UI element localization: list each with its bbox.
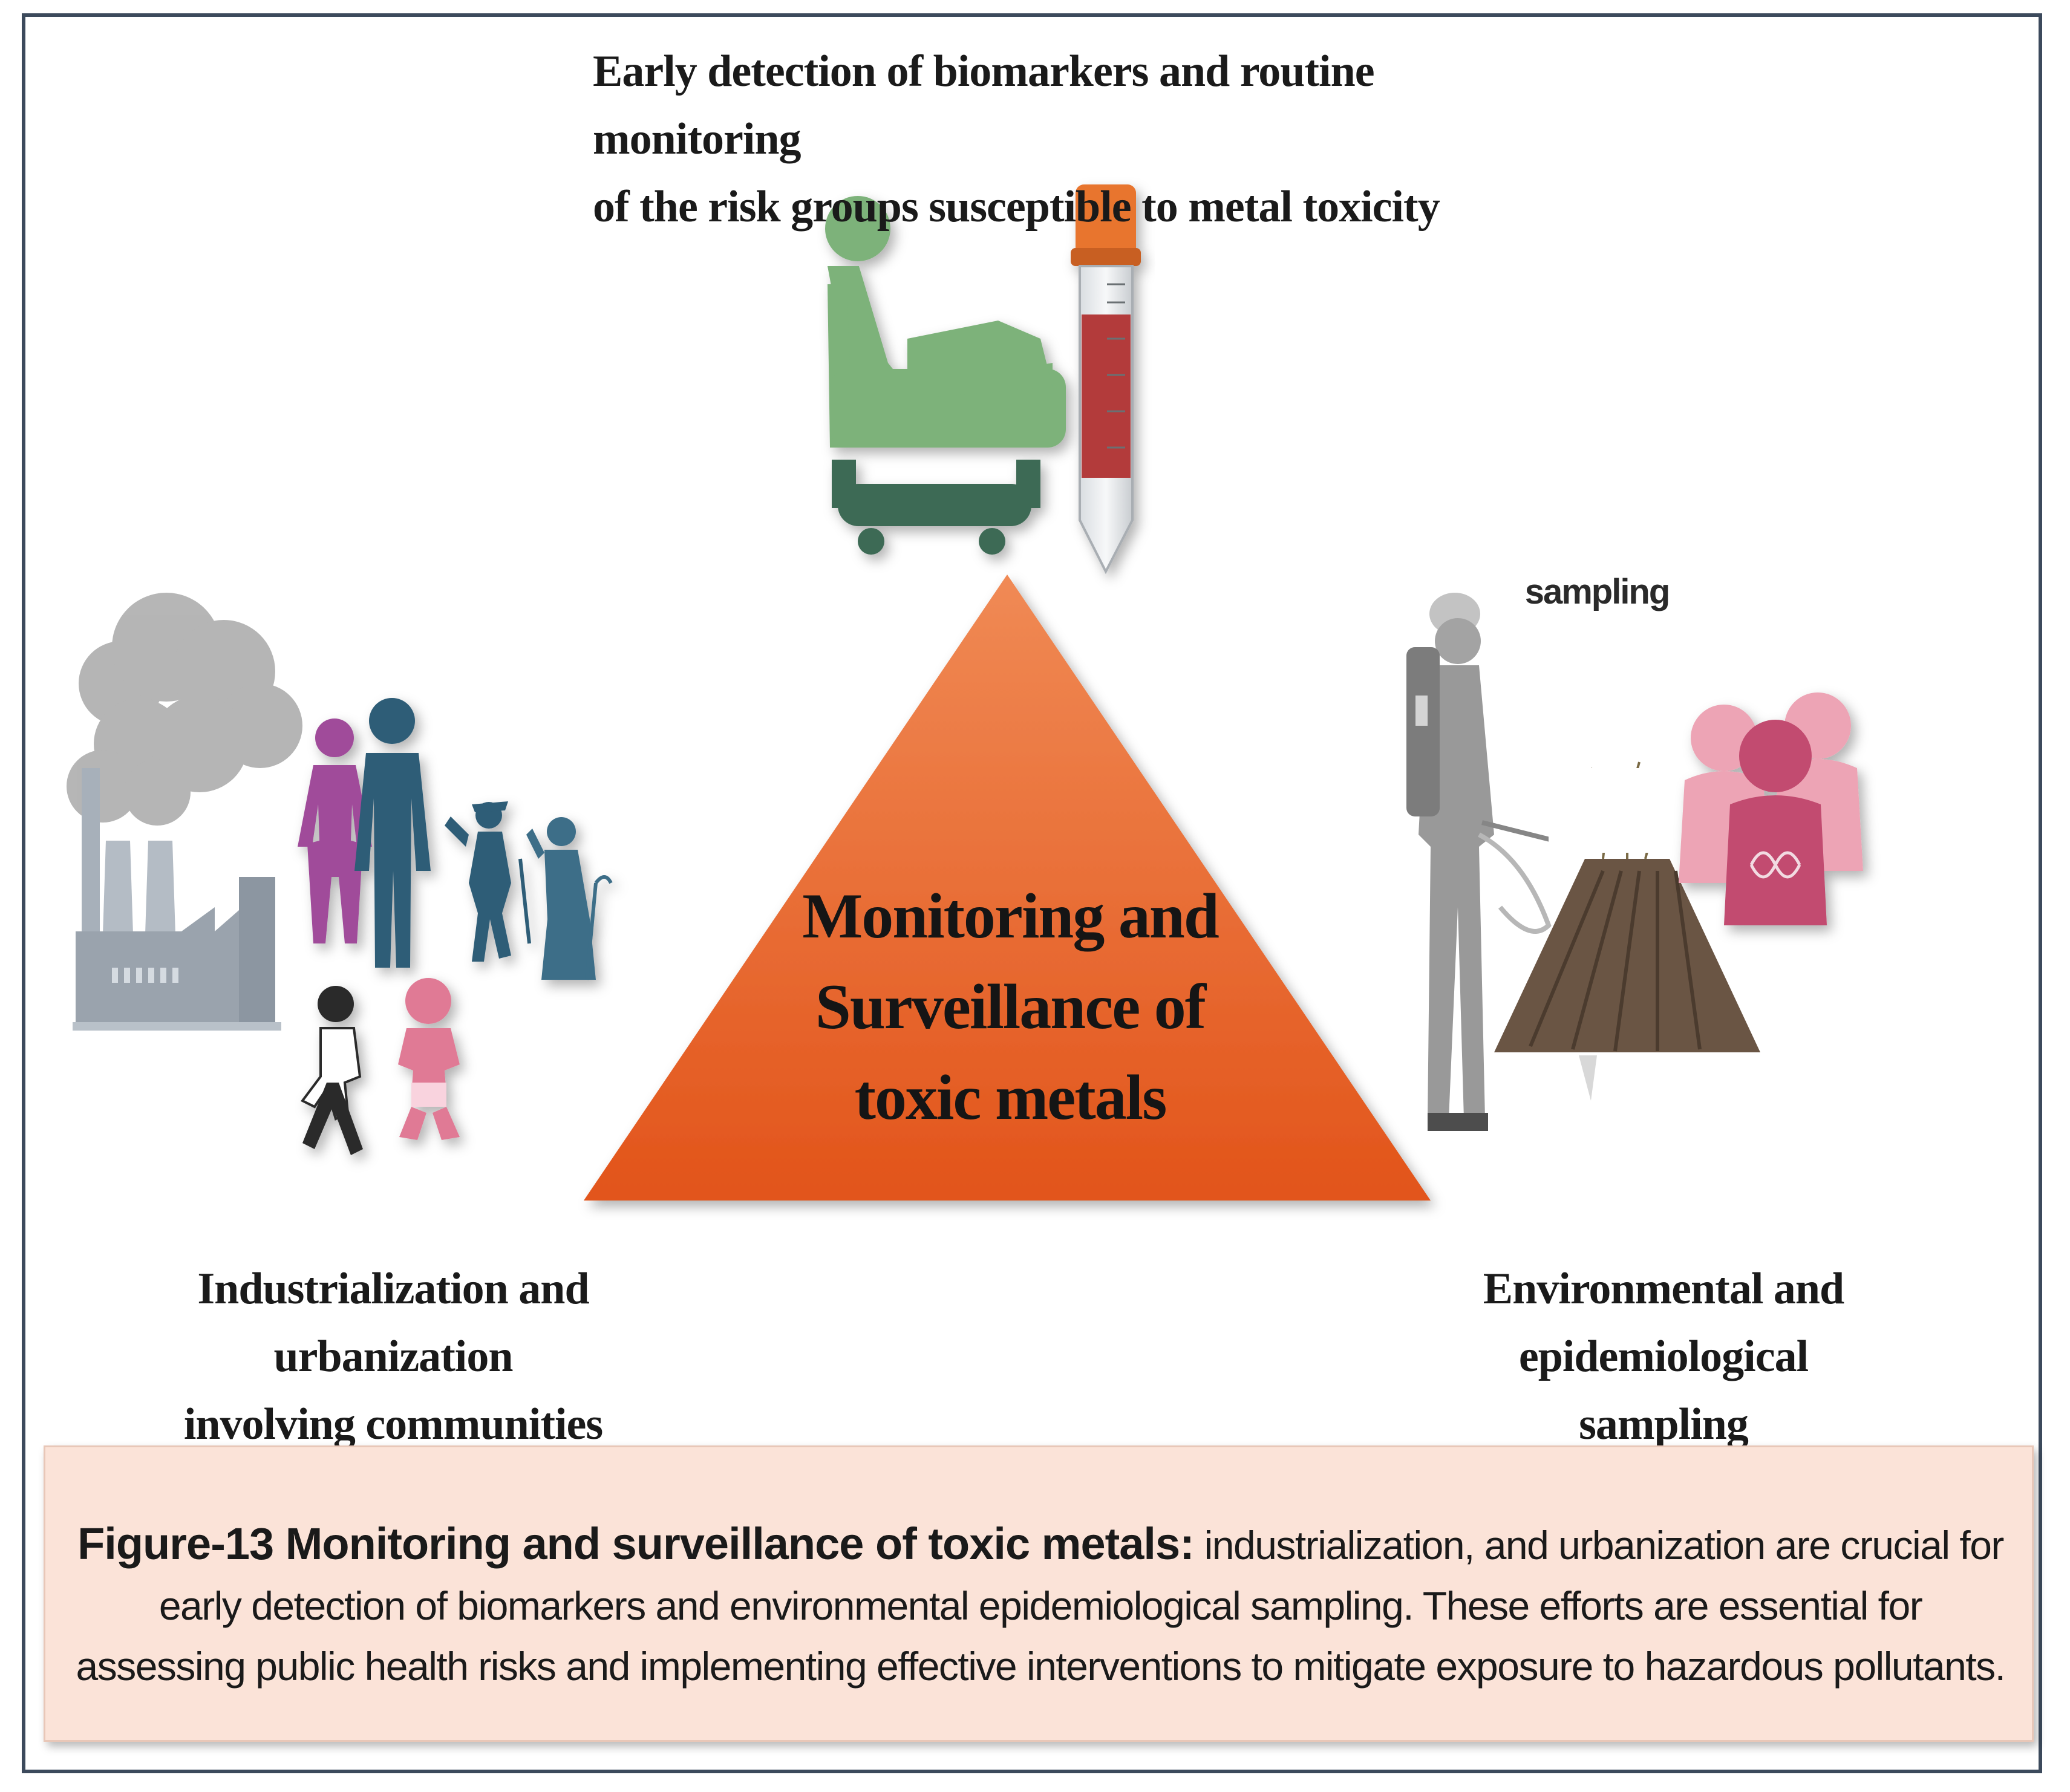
factory-icon	[67, 593, 302, 1031]
test-tube-icon	[1071, 184, 1141, 575]
sampling-tag: sampling	[1524, 572, 1671, 611]
caption-title: Figure-13 Monitoring and surveillance of…	[77, 1519, 1195, 1569]
label-industrialization: Industrialization and urbanization invol…	[85, 1255, 702, 1458]
label-environmental-sampling: Environmental and epidemiological sampli…	[1343, 1255, 1984, 1458]
label-right-line2: sampling	[1579, 1399, 1749, 1449]
caption-box: Figure-13 Monitoring and surveillance of…	[44, 1445, 2034, 1742]
figure-caption: Figure-13 Monitoring and surveillance of…	[70, 1514, 2011, 1696]
caption-body: industrialization, and urbanization are …	[76, 1523, 2006, 1689]
triangle-title-line1: Monitoring and	[802, 881, 1219, 951]
triangle-title-line2: Surveillance of	[815, 971, 1206, 1042]
farmer-sprayer-icon	[1406, 593, 1579, 1131]
triangle-title: Monitoring and Surveillance of toxic met…	[798, 871, 1222, 1143]
label-right-line1: Environmental and epidemiological	[1483, 1264, 1844, 1381]
label-top-line1: Early detection of biomarkers and routin…	[593, 47, 1375, 164]
soil-icon	[1494, 761, 1760, 1101]
label-biomarker-detection: Early detection of biomarkers and routin…	[593, 37, 1500, 241]
central-triangle	[584, 575, 1431, 1201]
triangle-title-line3: toxic metals	[854, 1062, 1167, 1133]
label-top-line2: of the risk groups susceptible to metal …	[593, 182, 1440, 232]
dna-people-icon	[1679, 692, 1863, 925]
label-left-line1: Industrialization and urbanization	[197, 1264, 589, 1381]
patient-chair-icon	[825, 196, 1066, 555]
label-left-line2: involving communities	[183, 1399, 603, 1449]
family-icon	[298, 698, 613, 1155]
